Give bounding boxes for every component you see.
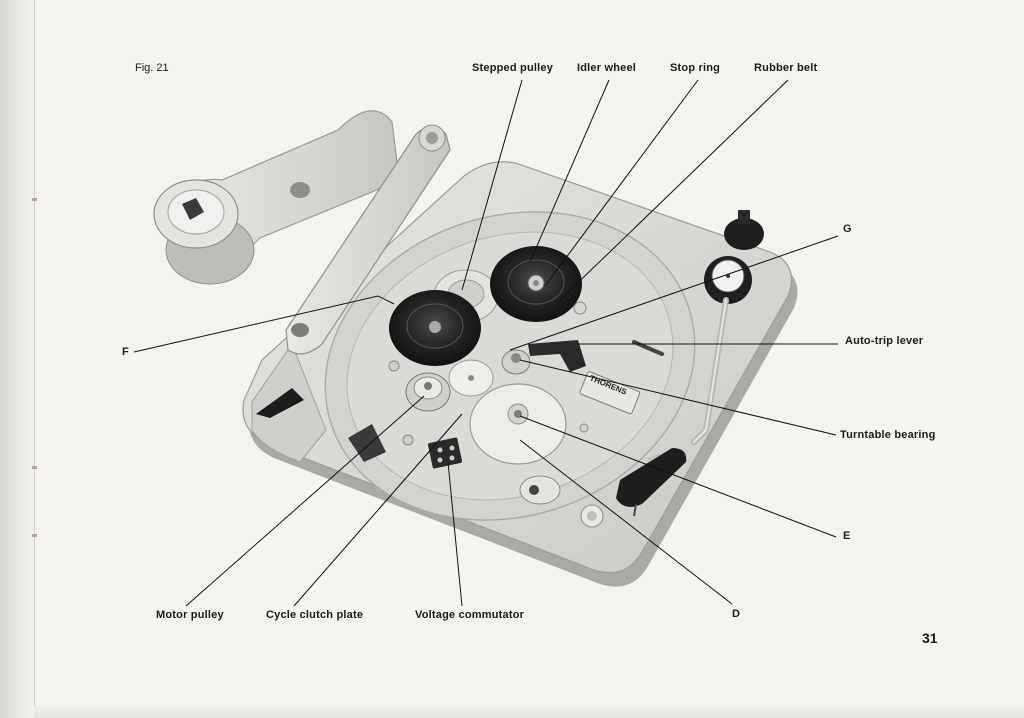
callout-f: F (122, 346, 129, 358)
figure-label: Fig. 21 (135, 62, 169, 74)
start-switch (519, 475, 561, 505)
linkage-lower-hole (291, 323, 309, 337)
counterweight-icon (724, 218, 764, 250)
callout-stop-ring: Stop ring (670, 62, 721, 74)
page-edge (34, 706, 1024, 718)
callout-e: E (843, 530, 851, 542)
voltage-commutator-part (427, 437, 463, 469)
callout-cycle-clutch-plate: Cycle clutch plate (266, 609, 364, 621)
page-number: 31 (922, 630, 938, 646)
callout-rubber-belt: Rubber belt (754, 62, 818, 74)
book-gutter (0, 0, 35, 718)
spine-stitch (32, 534, 37, 537)
arm-hole (290, 182, 310, 198)
callout-auto-trip-lever: Auto-trip lever (845, 335, 924, 347)
auto-trip-lever-part (528, 340, 586, 372)
spine-stitch (32, 198, 37, 201)
clutch-bracket (348, 424, 386, 462)
tonearm-headshell-icon (616, 448, 687, 507)
leader-lines (133, 79, 839, 607)
callout-motor-pulley: Motor pulley (156, 609, 224, 621)
callout-idler-wheel: Idler wheel (577, 62, 637, 74)
arm-clip-icon (182, 198, 204, 220)
callout-stepped-pulley: Stepped pulley (472, 62, 554, 74)
callout-turntable-bearing: Turntable bearing (840, 429, 936, 441)
selector-knob-icon (256, 388, 304, 418)
callout-g: G (843, 223, 852, 235)
callout-voltage-commutator: Voltage commutator (415, 609, 525, 621)
spine-stitch (32, 466, 37, 469)
callout-d: D (732, 608, 741, 620)
thorens-plate (579, 371, 641, 415)
